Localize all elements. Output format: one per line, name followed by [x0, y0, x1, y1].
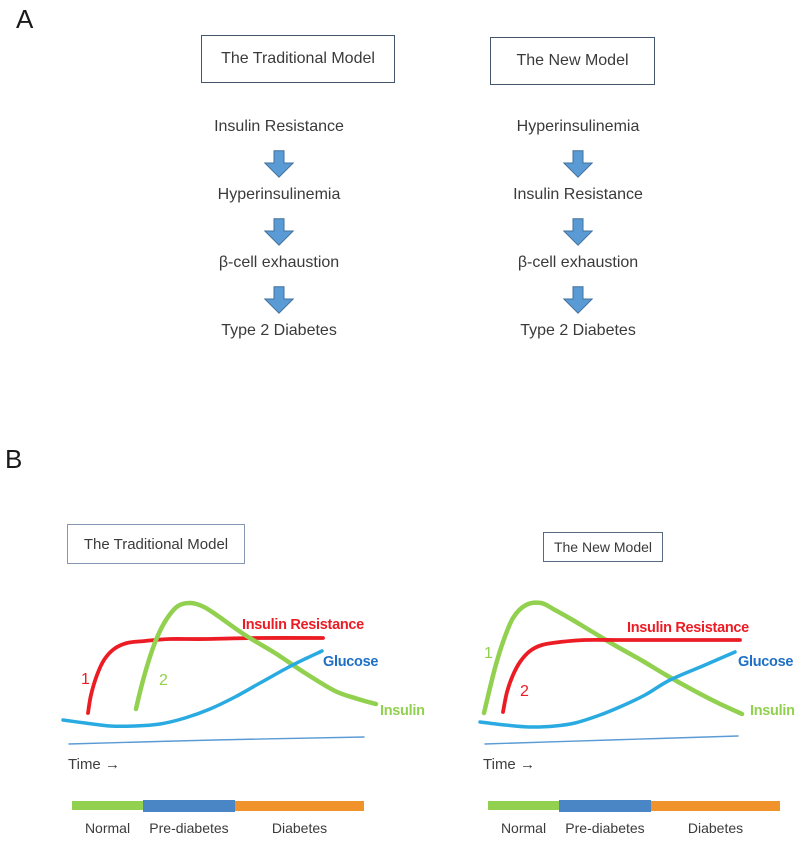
new-model-flowchart: Hyperinsulinemia Insulin Resistance β-ce… [458, 116, 698, 342]
order-label-2: 2 [159, 672, 168, 689]
flow-step-3: β-cell exhaustion [218, 254, 340, 271]
stage-label-prediabetes: Pre-diabetes [149, 820, 229, 836]
curve-insulin [481, 600, 745, 717]
flow-step-4: Type 2 Diabetes [520, 322, 636, 339]
panel-b-traditional-model-title-box: The Traditional Model [67, 524, 245, 564]
panel-b-new-model-title: The New Model [553, 539, 653, 555]
down-arrow-icon [563, 286, 593, 314]
panel-a-traditional-model-title: The Traditional Model [221, 50, 375, 67]
flow-step-2: Hyperinsulinemia [217, 186, 341, 203]
panel-b-traditional-model-title: The Traditional Model [83, 535, 229, 553]
down-arrow-icon [264, 218, 294, 246]
disease-stage-bar [72, 799, 364, 812]
stage-labels-row: Normal Pre-diabetes Diabetes [488, 820, 780, 836]
down-arrow-icon [563, 150, 593, 178]
panel-a-label: A [16, 4, 34, 34]
curve-insulin-resistance [86, 636, 325, 715]
stage-label-prediabetes: Pre-diabetes [565, 820, 645, 836]
curve-insulin-resistance [501, 637, 742, 714]
stage-label-normal: Normal [500, 820, 547, 836]
series-label-glucose: Glucose [738, 654, 793, 670]
series-label-insulin-resistance: Insulin Resistance [627, 620, 749, 636]
time-axis-label: Time → [483, 756, 535, 773]
panel-a-traditional-model-title-box: The Traditional Model [201, 35, 395, 83]
flow-step-4: Type 2 Diabetes [221, 322, 337, 339]
series-label-insulin: Insulin [380, 703, 425, 719]
panel-b-label: B [5, 444, 23, 474]
stage-segment-diabetes [235, 800, 364, 811]
stage-segment-normal [72, 801, 143, 810]
order-label-1: 1 [484, 645, 493, 662]
curve-glucose [478, 650, 737, 729]
series-label-glucose: Glucose [323, 654, 378, 670]
panel-a-new-model-title: The New Model [516, 52, 629, 69]
flow-step-1: Insulin Resistance [214, 118, 344, 135]
panel-b-new-model-title-box: The New Model [543, 532, 663, 562]
curve-insulin [133, 600, 379, 712]
curve-glucose [61, 649, 324, 729]
down-arrow-icon [563, 218, 593, 246]
time-axis-label: Time → [68, 756, 120, 773]
panel-a-new-model-title-box: The New Model [490, 37, 655, 85]
series-label-insulin: Insulin [750, 703, 795, 719]
down-arrow-icon [264, 150, 294, 178]
disease-stage-bar [488, 799, 780, 812]
stage-label-normal: Normal [84, 820, 131, 836]
flow-step-2: Insulin Resistance [513, 186, 643, 203]
stage-segment-diabetes [651, 800, 780, 811]
flow-step-3: β-cell exhaustion [517, 254, 639, 271]
down-arrow-icon [264, 286, 294, 314]
stage-segment-prediabetes [143, 799, 235, 812]
curve-baseline [484, 735, 739, 745]
stage-segment-normal [488, 801, 559, 810]
stage-segment-prediabetes [559, 799, 651, 812]
traditional-model-flowchart: Insulin Resistance Hyperinsulinemia β-ce… [159, 116, 399, 342]
stage-label-diabetes: Diabetes [271, 820, 328, 836]
flow-step-1: Hyperinsulinemia [516, 118, 640, 135]
order-label-1: 1 [81, 671, 90, 688]
order-label-2: 2 [520, 683, 529, 700]
stage-labels-row: Normal Pre-diabetes Diabetes [72, 820, 364, 836]
series-label-insulin-resistance: Insulin Resistance [242, 617, 364, 633]
curve-baseline [68, 736, 365, 745]
stage-label-diabetes: Diabetes [687, 820, 744, 836]
